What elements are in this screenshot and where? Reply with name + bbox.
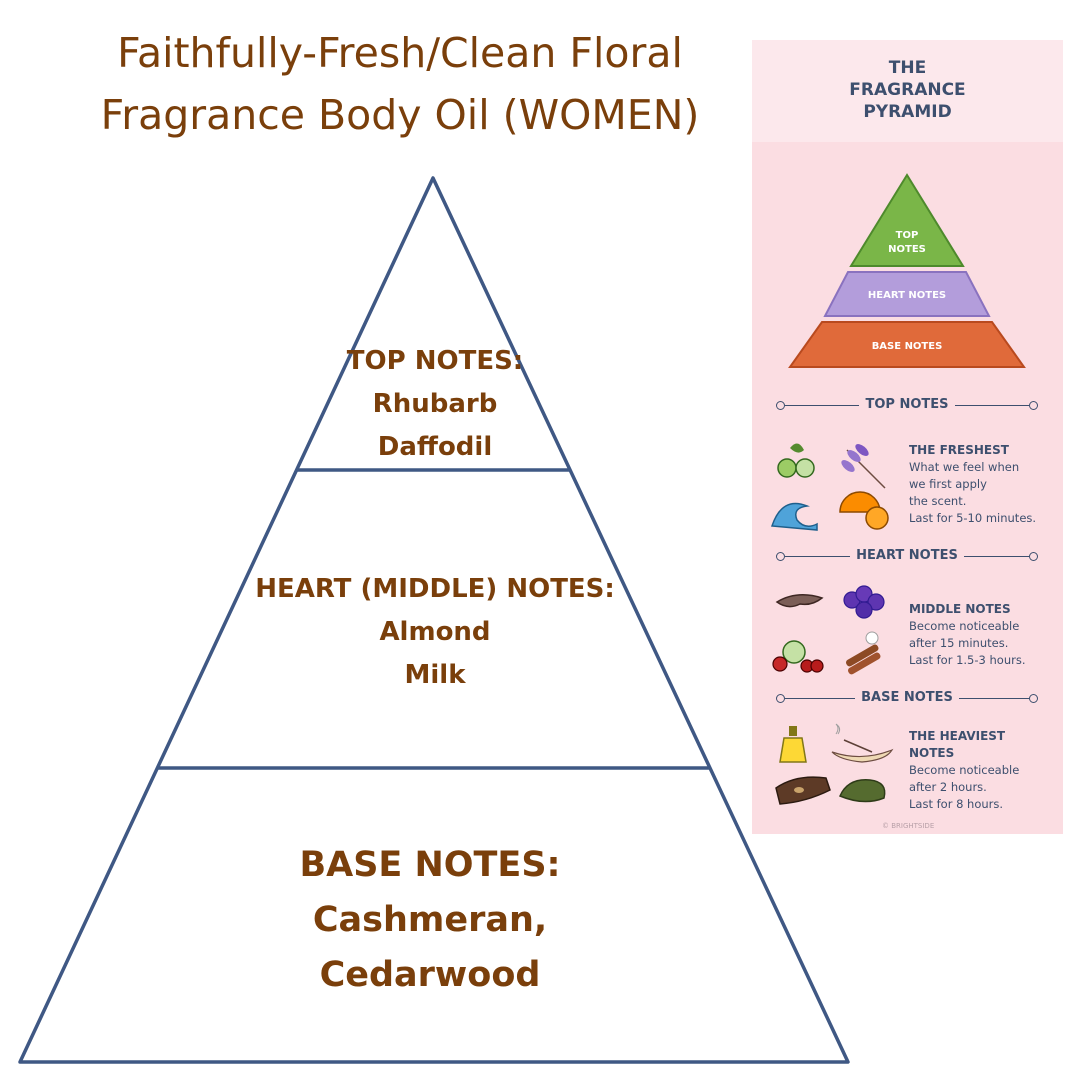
- note-block-line: Become noticeable: [909, 619, 1020, 633]
- heart-note-item: Milk: [404, 660, 466, 690]
- section-header-top-notes: TOP NOTES: [776, 396, 1038, 416]
- incense-icon: [831, 723, 894, 763]
- infographic-header-line: THE: [888, 58, 927, 78]
- root-icon: [775, 594, 824, 608]
- wood-icon: [775, 776, 831, 805]
- note-block-line: Last for 1.5-3 hours.: [909, 653, 1026, 667]
- base-note-item: Cashmeran,: [312, 900, 548, 940]
- note-block-line: after 2 hours.: [909, 780, 987, 794]
- credit-text: © BRIGHTSIDE: [882, 822, 935, 830]
- infographic-header-line: FRAGRANCE: [849, 80, 966, 100]
- note-block-title: THE HEAVIEST: [909, 729, 1006, 743]
- title-line-2: Fragrance Body Oil (WOMEN): [100, 91, 700, 139]
- note-block-line: Become noticeable: [909, 763, 1020, 777]
- pyramid-outline: [18, 176, 850, 1064]
- heart-notes-description: MIDDLE NOTES Become noticeable after 15 …: [909, 601, 1059, 669]
- infographic-header-line: PYRAMID: [863, 102, 952, 122]
- section-header-heart-notes: HEART NOTES: [776, 547, 1038, 567]
- note-block-line: after 15 minutes.: [909, 636, 1009, 650]
- mini-pyramid-top: [849, 173, 965, 267]
- fruits-icon: [772, 640, 824, 673]
- section-header-base-notes: BASE NOTES: [776, 689, 1038, 709]
- base-note-item: Cedarwood: [319, 955, 541, 995]
- note-block-title: MIDDLE NOTES: [909, 602, 1011, 616]
- mini-pyramid-top-label: TOP: [896, 230, 919, 241]
- infographic-graphics: TOP NOTES HEART NOTES BASE NOTES: [770, 173, 1026, 805]
- section-label: HEART NOTES: [850, 548, 964, 563]
- top-note-item: Daffodil: [377, 432, 493, 462]
- note-block-line: Last for 8 hours.: [909, 797, 1004, 811]
- fragrance-pyramid-infographic: THE FRAGRANCE PYRAMID TOP NOTES HEART NO…: [752, 40, 1063, 834]
- lavender-icon: [841, 444, 886, 489]
- cinnamon-icon: [846, 631, 881, 675]
- top-notes-tier: TOP NOTES: Rhubarb Daffodil: [300, 340, 570, 469]
- top-notes-heading: TOP NOTES:: [346, 346, 524, 376]
- mini-pyramid-heart-label: HEART NOTES: [868, 290, 946, 301]
- infographic-header: THE FRAGRANCE PYRAMID: [752, 40, 1063, 142]
- base-notes-heading: BASE NOTES:: [299, 845, 561, 885]
- heart-notes-heading: HEART (MIDDLE) NOTES:: [255, 574, 615, 604]
- heart-note-item: Almond: [379, 617, 491, 647]
- mini-pyramid-base: [788, 321, 1026, 368]
- mini-pyramid-base-label: BASE NOTES: [872, 341, 943, 352]
- note-block-title: THE FRESHEST: [909, 443, 1009, 457]
- section-label: TOP NOTES: [859, 397, 955, 412]
- moss-icon: [839, 779, 886, 803]
- wave-icon: [770, 502, 818, 531]
- note-block-line: we first apply: [909, 477, 987, 491]
- base-notes-description: THE HEAVIEST NOTES Become noticeable aft…: [909, 728, 1059, 813]
- base-notes-tier: BASE NOTES: Cashmeran, Cedarwood: [230, 838, 630, 1003]
- note-block-line: Last for 5-10 minutes.: [909, 511, 1037, 525]
- heart-notes-tier: HEART (MIDDLE) NOTES: Almond Milk: [230, 568, 640, 697]
- note-block-line: the scent.: [909, 494, 967, 508]
- cucumber-icon: [777, 443, 815, 478]
- note-block-line: What we feel when: [909, 460, 1020, 474]
- top-note-item: Rhubarb: [372, 389, 498, 419]
- page-title: Faithfully-Fresh/Clean Floral Fragrance …: [40, 22, 760, 146]
- orange-icon: [839, 491, 889, 530]
- mini-pyramid-heart: [823, 271, 991, 317]
- note-block-title: NOTES: [909, 746, 955, 760]
- title-line-1: Faithfully-Fresh/Clean Floral: [117, 29, 683, 77]
- section-label: BASE NOTES: [855, 690, 959, 705]
- top-notes-description: THE FRESHEST What we feel when we first …: [909, 442, 1059, 527]
- oil-bottle-icon: [779, 726, 807, 763]
- violet-flower-icon: [843, 585, 885, 619]
- mini-pyramid-top-label: NOTES: [888, 244, 926, 255]
